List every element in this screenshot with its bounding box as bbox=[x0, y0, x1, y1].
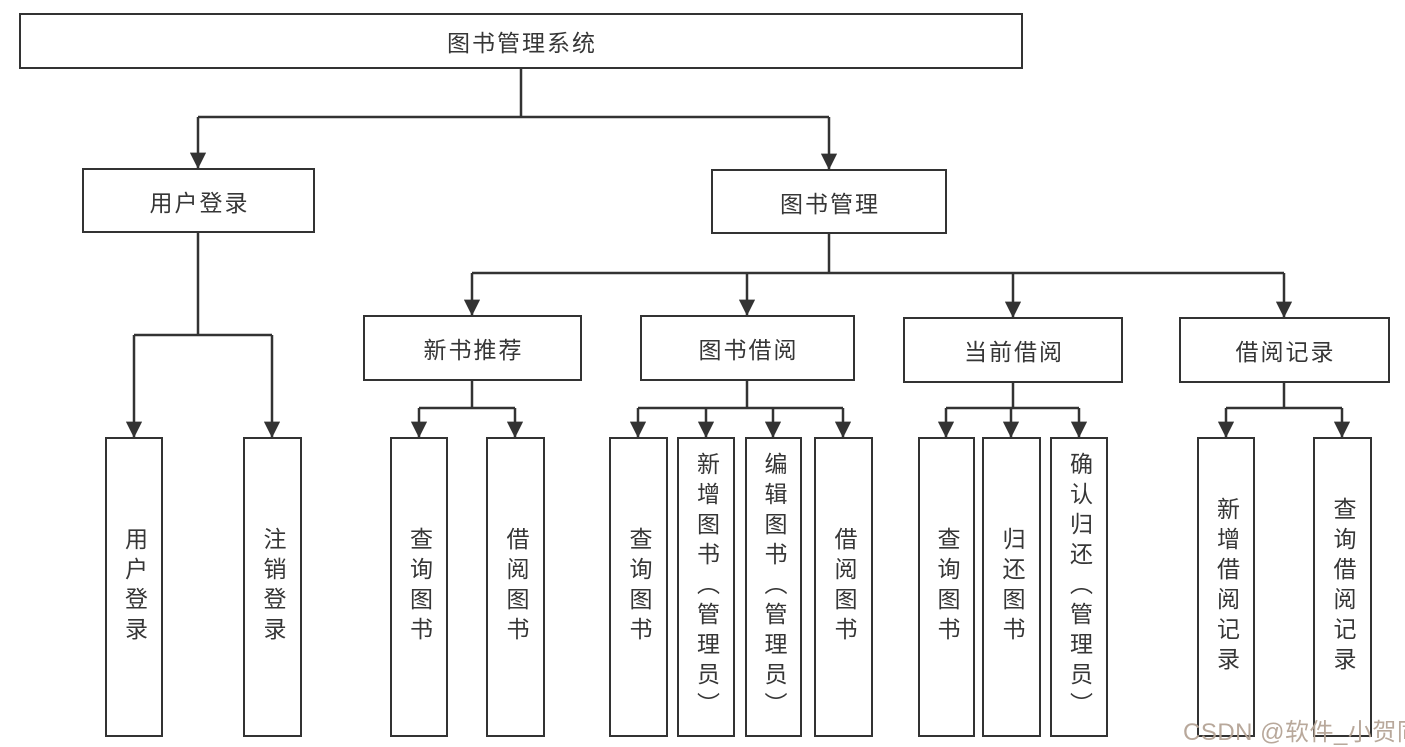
leaf-user-login: 用户登录 bbox=[105, 437, 163, 737]
leaf-return-books: 归还图书 bbox=[982, 437, 1041, 737]
leaf-add-book-admin: 新增图书（管理员） bbox=[677, 437, 735, 737]
leaf-borrow-books-1: 借阅图书 bbox=[486, 437, 545, 737]
leaf-query-books-2: 查询图书 bbox=[609, 437, 668, 737]
node-new-book-recommend: 新书推荐 bbox=[363, 315, 582, 381]
leaf-edit-book-admin: 编辑图书（管理员） bbox=[745, 437, 802, 737]
leaf-add-borrow-record: 新增借阅记录 bbox=[1197, 437, 1255, 737]
leaf-logout: 注销登录 bbox=[243, 437, 302, 737]
node-book-management: 图书管理 bbox=[711, 169, 947, 234]
leaf-borrow-books-2: 借阅图书 bbox=[814, 437, 873, 737]
node-current-borrow: 当前借阅 bbox=[903, 317, 1123, 383]
node-user-login: 用户登录 bbox=[82, 168, 315, 233]
leaf-confirm-return-admin: 确认归还（管理员） bbox=[1050, 437, 1108, 737]
leaf-query-borrow-record: 查询借阅记录 bbox=[1313, 437, 1372, 737]
csdn-watermark: CSDN @软件_小贺同学 bbox=[1183, 719, 1405, 746]
node-library-management-system: 图书管理系统 bbox=[19, 13, 1023, 69]
node-borrow-records: 借阅记录 bbox=[1179, 317, 1390, 383]
node-book-borrow: 图书借阅 bbox=[640, 315, 855, 381]
leaf-query-books-3: 查询图书 bbox=[918, 437, 975, 737]
leaf-query-books-1: 查询图书 bbox=[390, 437, 448, 737]
